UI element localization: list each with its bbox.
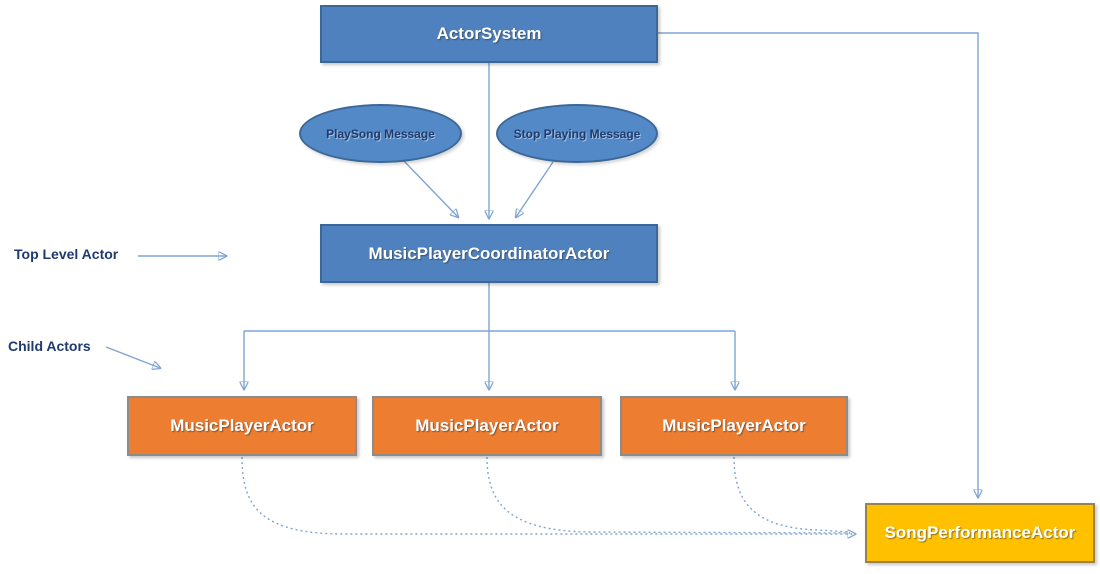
node-playsong-message-label: PlaySong Message [326, 126, 435, 141]
edge-child2-to-songperformance [486, 456, 851, 534]
annotation-arrow-child-actors [105, 346, 160, 368]
node-actorsystem: ActorSystem [320, 5, 658, 63]
node-songperformanceactor: SongPerformanceActor [865, 503, 1095, 563]
node-musicplayeractor-3: MusicPlayerActor [620, 396, 848, 456]
edge-actorsystem-to-songperformance [658, 32, 978, 497]
node-playsong-message: PlaySong Message [299, 104, 462, 163]
edge-child1-to-songperformance [241, 456, 855, 534]
node-stopplaying-message: Stop Playing Message [496, 104, 658, 163]
node-musicplayeractor-1: MusicPlayerActor [127, 396, 357, 456]
node-musicplayeractor-3-label: MusicPlayerActor [662, 416, 806, 435]
node-musicplayeractor-1-label: MusicPlayerActor [170, 416, 314, 435]
node-musicplayeractor-2: MusicPlayerActor [372, 396, 602, 456]
edge-playsong-to-coordinator [402, 159, 458, 217]
node-coordinator-label: MusicPlayerCoordinatorActor [368, 243, 610, 263]
annotation-child-actors: Child Actors [8, 338, 91, 354]
edge-child3-to-songperformance [733, 456, 851, 533]
annotation-top-level-actor: Top Level Actor [14, 246, 119, 262]
edge-stopplaying-to-coordinator [516, 161, 554, 217]
node-coordinator: MusicPlayerCoordinatorActor [320, 224, 658, 283]
node-songperformanceactor-label: SongPerformanceActor [884, 523, 1076, 542]
node-musicplayeractor-2-label: MusicPlayerActor [415, 416, 559, 435]
node-stopplaying-message-label: Stop Playing Message [513, 126, 641, 141]
node-actorsystem-label: ActorSystem [436, 24, 542, 43]
